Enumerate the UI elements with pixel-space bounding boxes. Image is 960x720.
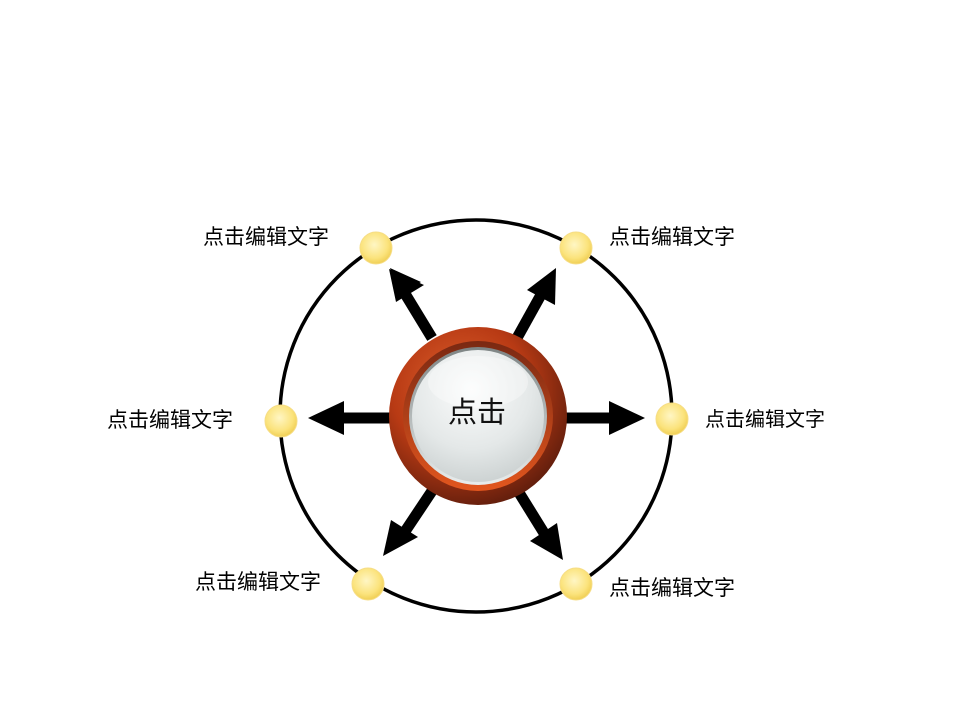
node-dot-bottom-right[interactable] (559, 567, 593, 601)
node-label-top-right[interactable]: 点击编辑文字 (609, 225, 735, 249)
arrow-right (562, 401, 645, 435)
arrow-top-right (512, 268, 556, 341)
node-label-right[interactable]: 点击编辑文字 (705, 407, 825, 431)
node-dot-left[interactable] (264, 404, 298, 438)
center-button-label[interactable]: 点击 (447, 395, 506, 429)
node-dot-top-right[interactable] (559, 231, 593, 265)
arrow-bottom-right (513, 488, 563, 560)
node-label-bottom-left[interactable]: 点击编辑文字 (195, 570, 321, 594)
node-label-bottom-right[interactable]: 点击编辑文字 (609, 576, 735, 600)
node-dot-right[interactable] (655, 402, 689, 436)
node-label-left[interactable]: 点击编辑文字 (107, 408, 233, 432)
node-dot-top-left[interactable] (359, 231, 393, 265)
node-dot-bottom-left[interactable] (351, 567, 385, 601)
node-label-top-left[interactable]: 点击编辑文字 (203, 225, 329, 249)
arrow-top-left (389, 268, 437, 341)
arrow-bottom-left (383, 487, 437, 556)
arrow-left (308, 401, 392, 435)
center-button[interactable] (389, 327, 567, 505)
